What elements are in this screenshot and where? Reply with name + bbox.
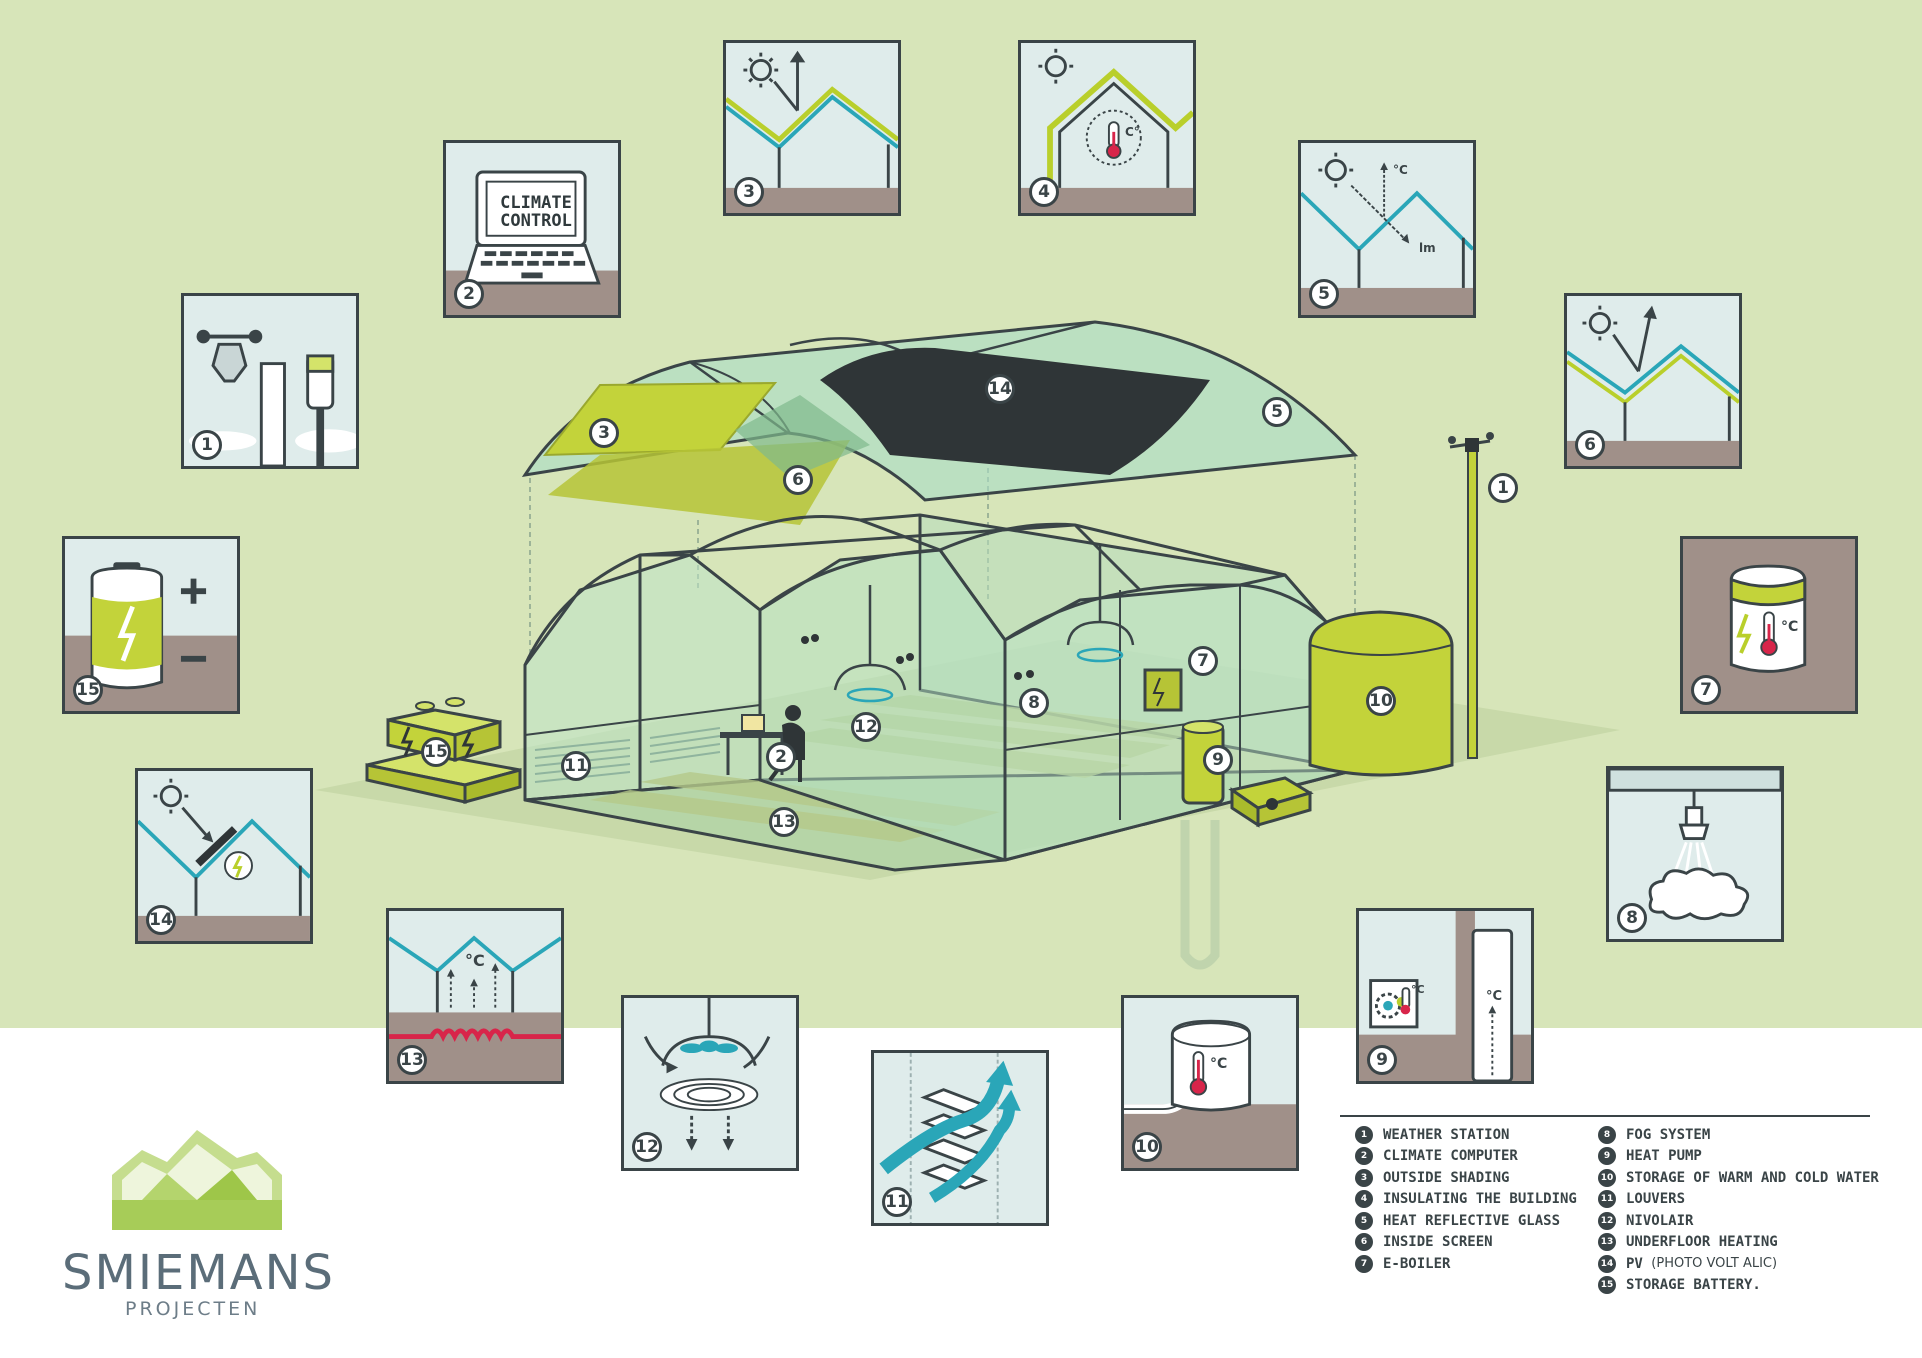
smiemans-logo-mark xyxy=(112,1130,282,1230)
diagram-badge-2: 2 xyxy=(766,742,796,772)
panel-badge-12: 12 xyxy=(632,1132,662,1162)
insulation-icon xyxy=(1021,43,1193,213)
reflective-unit-c: °C xyxy=(1393,163,1408,177)
panel-insulation: C° 4 xyxy=(1018,40,1196,216)
panel-badge-10: 10 xyxy=(1132,1132,1162,1162)
ground-heat-exchanger xyxy=(1180,820,1220,970)
panel-heat-pump: °C °C 9 xyxy=(1356,908,1534,1084)
panel-badge-3: 3 xyxy=(734,177,764,207)
panel-weather-station: 1 xyxy=(181,293,359,469)
panel-underfloor-heating: °C 13 xyxy=(386,908,564,1084)
panel-battery: 15 xyxy=(62,536,240,714)
underfloor-unit: °C xyxy=(465,951,485,970)
reflective-unit-lm: lm xyxy=(1419,241,1436,255)
diagram-badge-10: 10 xyxy=(1366,686,1396,716)
diagram-badge-1: 1 xyxy=(1488,473,1518,503)
panel-water-storage: °C 10 xyxy=(1121,995,1299,1171)
insulation-unit: C° xyxy=(1125,125,1140,139)
legend-divider xyxy=(1340,1115,1870,1117)
brand-subtitle: PROJECTEN xyxy=(125,1298,261,1320)
panel-badge-4: 4 xyxy=(1029,177,1059,207)
battery-storage-block xyxy=(365,697,522,804)
diagram-badge-9: 9 xyxy=(1203,745,1233,775)
heat-pump-unit-label: °C xyxy=(1411,983,1425,996)
greenhouse-body xyxy=(523,513,1357,872)
panel-e-boiler: °C 7 xyxy=(1680,536,1858,714)
panel-badge-11: 11 xyxy=(882,1187,912,1217)
screen-text-line1: CLIMATE xyxy=(500,193,572,213)
panel-climate-computer: CLIMATE CONTROL 2 xyxy=(443,140,621,318)
e-boiler-unit xyxy=(1143,668,1183,712)
panel-fog-system: 8 xyxy=(1606,766,1784,942)
fog-nozzles xyxy=(801,634,1034,680)
diagram-badge-7: 7 xyxy=(1188,646,1218,676)
brand-name: SMIEMANS xyxy=(62,1245,335,1301)
panel-badge-7: 7 xyxy=(1691,675,1721,705)
e-boiler-unit-label: °C xyxy=(1781,619,1799,635)
screen-text-line2: CONTROL xyxy=(500,211,572,231)
panel-heat-reflective-glass: °C lm 5 xyxy=(1298,140,1476,318)
diagram-badge-11: 11 xyxy=(561,751,591,781)
panel-nivolair: 12 xyxy=(621,995,799,1171)
diagram-badge-14: 14 xyxy=(985,374,1015,404)
diagram-badge-13: 13 xyxy=(769,807,799,837)
nivolair-units xyxy=(833,545,1135,703)
heat-pump-tank-unit-label: °C xyxy=(1486,989,1503,1004)
diagram-badge-3: 3 xyxy=(589,418,619,448)
panel-outside-shading: 3 xyxy=(723,40,901,216)
panel-louvers: 11 xyxy=(871,1050,1049,1226)
panel-inside-screen: 6 xyxy=(1564,293,1742,469)
panel-badge-15: 15 xyxy=(73,675,103,705)
panel-badge-8: 8 xyxy=(1617,903,1647,933)
panel-badge-13: 13 xyxy=(397,1045,427,1075)
outside-shading-sheet xyxy=(542,381,778,457)
panel-badge-5: 5 xyxy=(1309,279,1339,309)
diagram-badge-15: 15 xyxy=(421,737,451,767)
pv-panel xyxy=(820,347,1210,475)
panel-badge-9: 9 xyxy=(1367,1045,1397,1075)
diagram-badge-5: 5 xyxy=(1262,397,1292,427)
diagram-badge-8: 8 xyxy=(1019,688,1049,718)
panel-badge-1: 1 xyxy=(192,430,222,460)
inside-screen-sheet xyxy=(735,395,870,478)
panel-badge-6: 6 xyxy=(1575,430,1605,460)
panel-badge-2: 2 xyxy=(454,279,484,309)
water-storage-unit: °C xyxy=(1210,1056,1228,1072)
panel-badge-14: 14 xyxy=(146,905,176,935)
panel-pv: 14 xyxy=(135,768,313,944)
roof-layer xyxy=(521,320,1359,525)
nivolair-icon xyxy=(624,998,796,1168)
e-boiler-icon xyxy=(1683,539,1855,711)
diagram-badge-6: 6 xyxy=(783,465,813,495)
weather-station-mast xyxy=(1448,432,1494,759)
diagram-badge-12: 12 xyxy=(851,712,881,742)
